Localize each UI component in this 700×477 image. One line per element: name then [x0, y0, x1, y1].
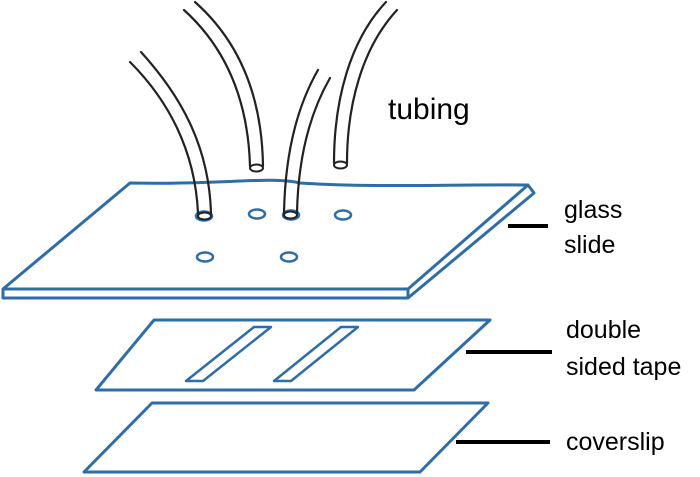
tube-4 — [332, 0, 399, 170]
glass-slide-label-line2: slide — [564, 231, 616, 259]
coverslip-sheet — [82, 401, 490, 474]
tube-2 — [182, 0, 265, 173]
tape-label-line1: double — [566, 316, 642, 344]
slide-hole-top-2 — [247, 208, 267, 220]
tape-label-line2: sided tape — [566, 353, 682, 381]
glass-slide-top-face — [1, 178, 530, 291]
tube-1 — [128, 50, 213, 221]
tube-3 — [282, 68, 332, 220]
slide-hole-top-4 — [333, 209, 353, 221]
slide-hole-bottom-1 — [195, 251, 215, 263]
tape-channel-cutout-left — [184, 325, 273, 383]
slide-hole-bottom-2 — [279, 251, 299, 263]
tubing-label: tubing — [388, 93, 470, 126]
tape-channel-cutout-right — [272, 325, 360, 383]
coverslip-label: coverslip — [566, 428, 665, 456]
double-sided-tape-sheet — [94, 318, 492, 392]
glass-slide-front-edge — [1, 289, 410, 300]
glass-slide-label-line1: glass — [564, 196, 623, 224]
glass-slide-side-edge — [407, 184, 536, 300]
